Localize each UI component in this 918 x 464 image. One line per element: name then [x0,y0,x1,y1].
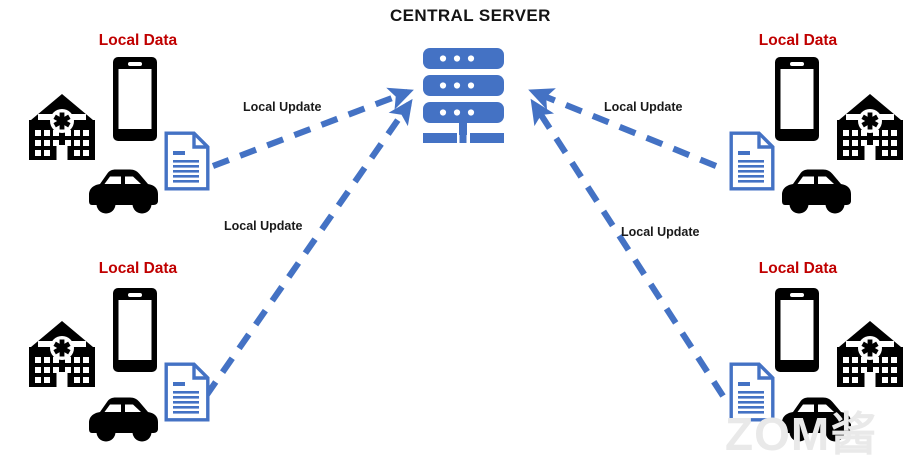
smartphone-icon [775,57,819,141]
car-icon [89,169,158,214]
edge-label-top-left: Local Update [243,100,322,114]
local-data-label-bottom-right: Local Data [758,260,838,277]
watermark: ZOM酱 [725,408,878,460]
client-bottom-left [29,288,210,442]
hospital-icon [837,321,903,387]
edge-label-top-right: Local Update [604,100,683,114]
server-stack-icon [423,48,504,143]
local-data-label-top-left: Local Data [98,32,178,49]
local-data-label-bottom-left: Local Data [98,260,178,277]
hospital-icon [29,321,95,387]
document-icon [164,362,210,422]
document-icon [164,131,210,191]
smartphone-icon [113,288,157,372]
edge-top-right [528,88,718,169]
edge-bottom-left [203,98,413,398]
page-title: CENTRAL SERVER [390,6,551,25]
local-data-label-top-right: Local Data [758,32,838,49]
client-top-left [29,57,210,214]
car-icon [782,169,851,214]
client-top-right [729,57,903,214]
smartphone-icon [775,288,819,372]
hospital-icon [837,94,903,160]
smartphone-icon [113,57,157,141]
hospital-icon [29,94,95,160]
car-icon [89,397,158,442]
edge-label-bottom-right: Local Update [621,225,700,239]
document-icon [729,131,775,191]
edge-label-bottom-left: Local Update [224,219,303,233]
edge-top-left [211,87,414,169]
